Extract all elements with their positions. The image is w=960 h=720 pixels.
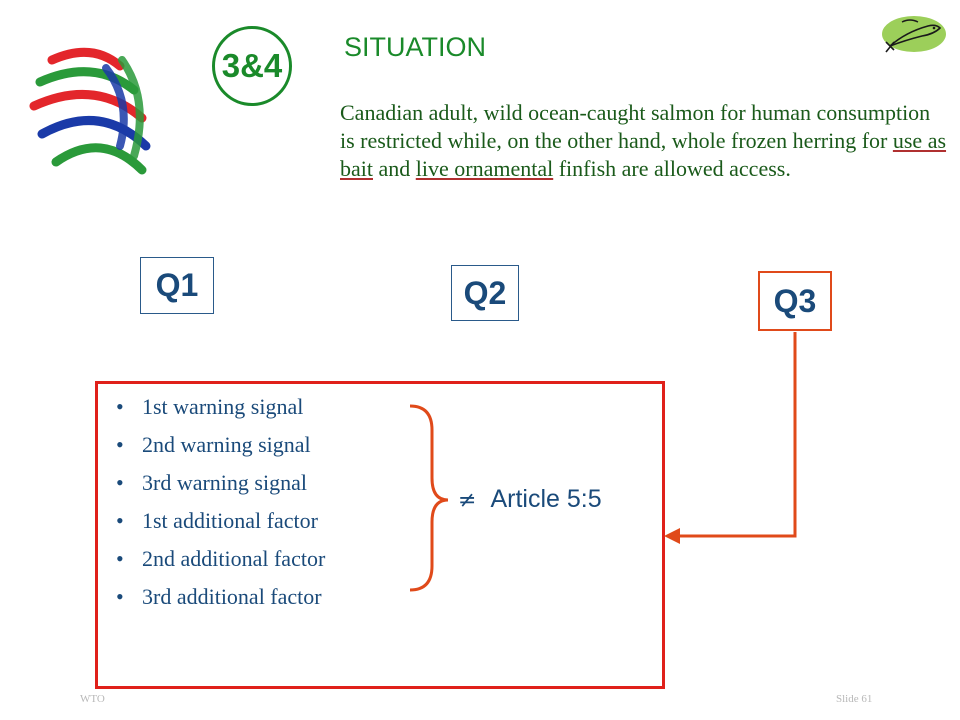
slide-number: Slide 61 bbox=[836, 693, 873, 705]
section-badge: 3&4 bbox=[212, 26, 292, 106]
fish-icon bbox=[882, 16, 946, 53]
list-item: •3rd warning signal bbox=[116, 470, 307, 495]
not-equal-symbol: ≠ bbox=[458, 488, 477, 513]
list-item: •1st warning signal bbox=[116, 394, 304, 419]
underlined-phrase-ornamental: live ornamental bbox=[415, 156, 554, 181]
question-box-q2: Q2 bbox=[451, 265, 519, 321]
question-box-q1: Q1 bbox=[140, 257, 214, 314]
underlined-phrase-bait: use as bait bbox=[340, 128, 947, 181]
footer-org: WTO bbox=[80, 693, 105, 705]
list-item: •1st additional factor bbox=[116, 508, 318, 533]
arrowhead-icon bbox=[664, 528, 680, 544]
wto-logo-icon bbox=[29, 47, 151, 175]
situation-text: Canadian adult, wild ocean-caught salmon… bbox=[340, 100, 947, 181]
q3-arrow-line bbox=[676, 332, 797, 538]
factor-list: •1st warning signal •2nd warning signal … bbox=[116, 393, 325, 621]
list-item: •2nd warning signal bbox=[116, 432, 311, 457]
article-conclusion: ≠Article 5:5 bbox=[458, 485, 602, 513]
list-item: •2nd additional factor bbox=[116, 546, 326, 571]
question-box-q3: Q3 bbox=[758, 271, 832, 331]
factors-box bbox=[95, 381, 665, 689]
list-item: •3rd additional factor bbox=[116, 584, 322, 609]
page-title: SITUATION bbox=[344, 32, 487, 62]
